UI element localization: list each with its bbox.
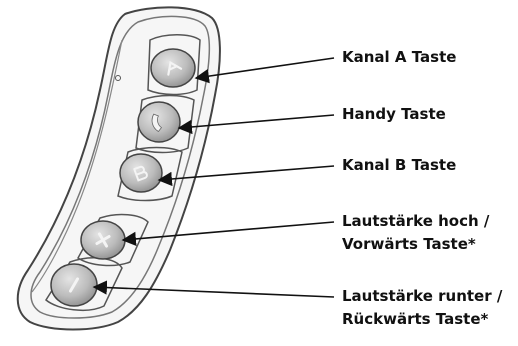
leader-vol-up	[121, 221, 335, 247]
letter-a-icon	[167, 60, 183, 76]
groove-3	[117, 146, 183, 202]
label-vol-up-line2: Vorwärts Taste*	[342, 235, 476, 253]
phone-handset-icon	[151, 113, 163, 132]
leader-kanal-b	[157, 165, 335, 187]
button-handy-cap[interactable]	[137, 101, 181, 143]
groove-5	[45, 256, 123, 312]
button-kanal-a[interactable]	[150, 48, 196, 88]
groove-1	[147, 34, 201, 96]
label-vol-down-line2: Rückwärts Taste*	[342, 310, 489, 328]
remote-side-edge	[31, 39, 123, 293]
label-vol-down-line1: Lautstärke runter /	[342, 287, 503, 305]
label-vol-up-line1: Lautstärke hoch /	[342, 212, 490, 230]
remote-inner-rim	[30, 15, 211, 319]
button-kanal-b[interactable]	[119, 153, 163, 193]
button-handy[interactable]	[137, 101, 181, 143]
remote-screw	[115, 75, 121, 81]
button-vol-up[interactable]	[80, 220, 126, 260]
button-grooves	[45, 34, 201, 312]
groove-2	[135, 94, 195, 154]
plus-icon	[95, 232, 111, 248]
minus-icon	[69, 277, 79, 293]
letter-b-icon	[133, 165, 148, 182]
remote-outer-shell	[16, 6, 221, 331]
leader-vol-down	[92, 280, 335, 298]
label-handy: Handy Taste	[342, 105, 446, 123]
leader-handy	[177, 114, 335, 135]
leader-kanal-a	[194, 57, 335, 84]
label-kanal-b: Kanal B Taste	[342, 156, 457, 174]
label-kanal-a: Kanal A Taste	[342, 48, 457, 66]
button-vol-down[interactable]	[50, 263, 98, 307]
leader-lines	[92, 57, 335, 298]
remote-body	[16, 6, 221, 331]
groove-4	[77, 213, 149, 267]
